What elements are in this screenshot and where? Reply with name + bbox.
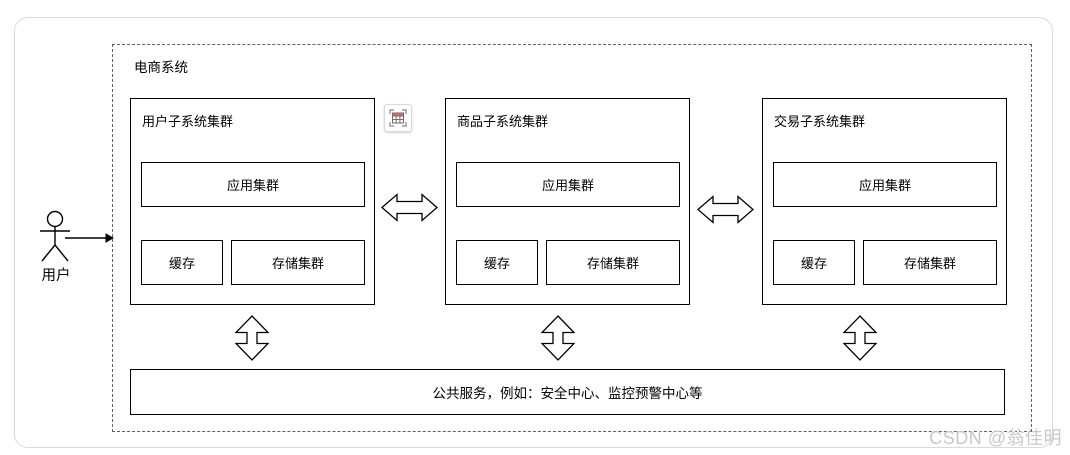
system-boundary: 电商系统 (112, 44, 1032, 432)
app-cluster-label: 应用集群 (541, 178, 594, 193)
user-actor-icon (40, 210, 70, 262)
watermark: CSDN @翁佳明 (929, 428, 1062, 448)
cache-label: 缓存 (800, 256, 827, 271)
user-to-system-arrow (65, 233, 114, 243)
app-cluster-box: 应用集群 (141, 162, 365, 207)
storage-cluster-box: 存储集群 (863, 240, 997, 285)
bidirectional-arrow-vertical (843, 315, 877, 361)
cluster-title: 商品子系统集群 (457, 114, 549, 129)
table-icon (389, 109, 407, 127)
app-cluster-label: 应用集群 (858, 178, 911, 193)
cache-label: 缓存 (168, 256, 195, 271)
cache-box: 缓存 (456, 240, 538, 285)
shared-services-box: 公共服务，例如：安全中心、监控预警中心等 (130, 369, 1005, 415)
storage-cluster-box: 存储集群 (546, 240, 680, 285)
app-cluster-label: 应用集群 (226, 178, 279, 193)
app-cluster-box: 应用集群 (773, 162, 997, 207)
storage-cluster-box: 存储集群 (231, 240, 365, 285)
actor-label: 用户 (41, 268, 71, 284)
bidirectional-arrow-vertical (541, 315, 575, 361)
cache-box: 缓存 (773, 240, 855, 285)
shared-services-label: 公共服务，例如：安全中心、监控预警中心等 (432, 386, 703, 401)
system-boundary-label: 电商系统 (134, 60, 188, 75)
cluster-trade-subsystem: 交易子系统集群 应用集群 缓存 存储集群 (762, 98, 1007, 305)
storage-cluster-label: 存储集群 (903, 256, 956, 271)
cache-box: 缓存 (141, 240, 223, 285)
cluster-title: 交易子系统集群 (774, 114, 866, 129)
bidirectional-arrow-horizontal (381, 193, 438, 222)
cluster-title: 用户子系统集群 (142, 114, 234, 129)
table-icon-button[interactable] (384, 104, 412, 132)
storage-cluster-label: 存储集群 (586, 256, 639, 271)
cluster-user-subsystem: 用户子系统集群 应用集群 缓存 存储集群 (130, 98, 375, 305)
storage-cluster-label: 存储集群 (271, 256, 324, 271)
app-cluster-box: 应用集群 (456, 162, 680, 207)
bidirectional-arrow-vertical (235, 315, 269, 361)
cluster-product-subsystem: 商品子系统集群 应用集群 缓存 存储集群 (445, 98, 690, 305)
cache-label: 缓存 (483, 256, 510, 271)
bidirectional-arrow-horizontal (697, 195, 754, 224)
